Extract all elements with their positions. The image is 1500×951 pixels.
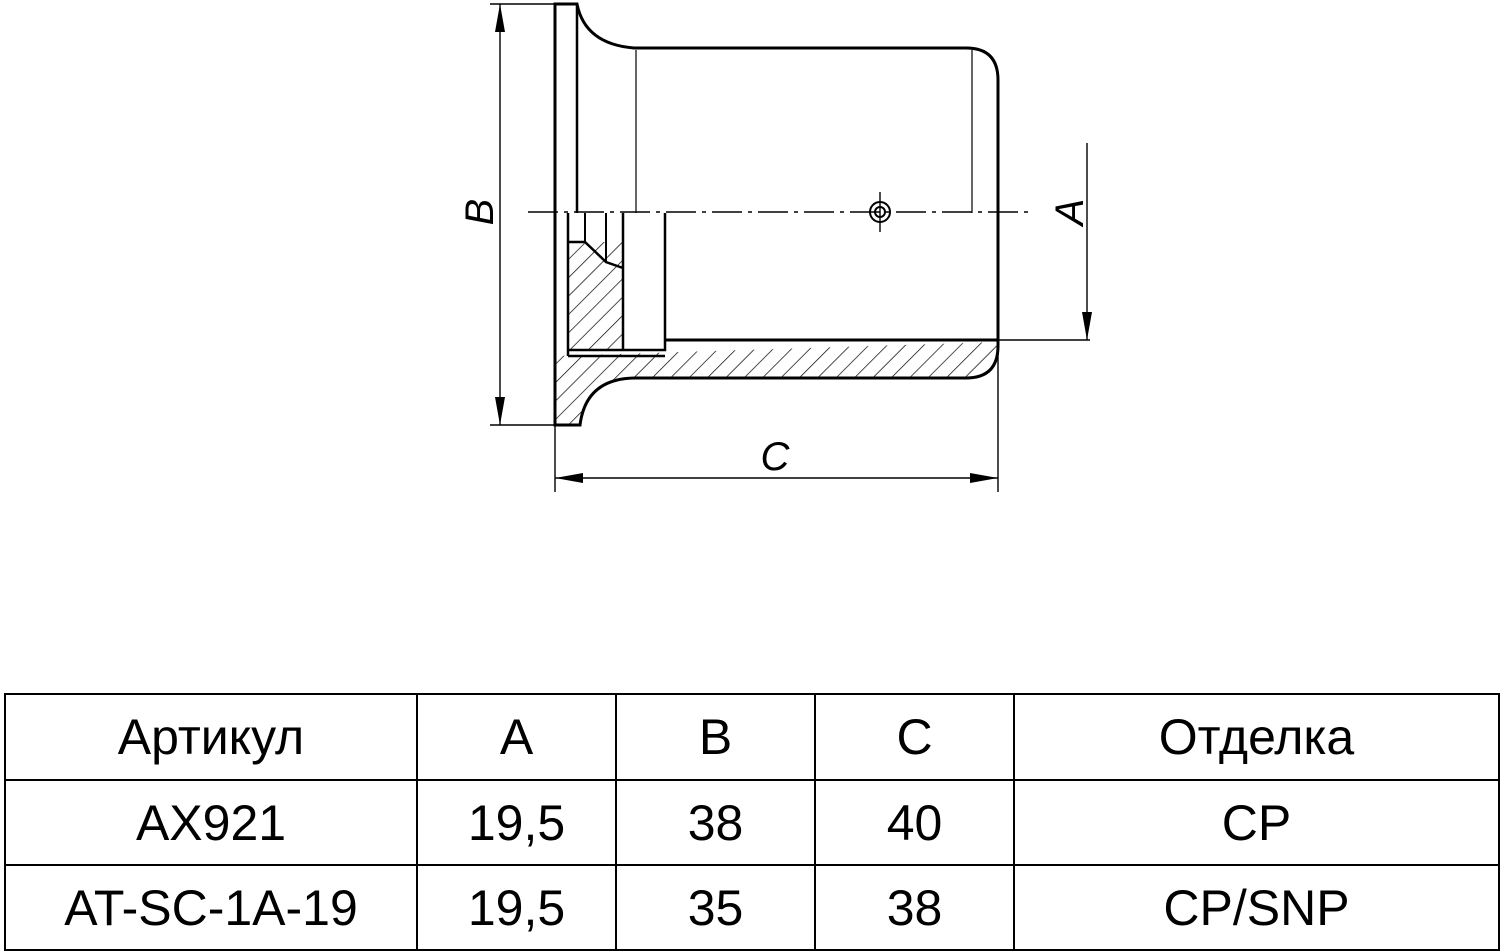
cell-article: AX921: [4, 779, 418, 866]
dimension-a-label: A: [1048, 199, 1092, 228]
b-arrow-top: [495, 4, 505, 32]
cell-a: 19,5: [416, 779, 617, 866]
section-hatch-insert: [568, 242, 623, 350]
specification-table: Артикул A B C Отделка AX921 19,5 38 40 C…: [4, 693, 1500, 951]
cell-c: 38: [814, 864, 1015, 951]
header-c: C: [814, 693, 1015, 781]
table-row: AX921 19,5 38 40 CP: [4, 779, 1500, 866]
cell-finish: CP: [1013, 779, 1500, 866]
cell-b: 38: [615, 779, 816, 866]
a-arrow: [1082, 312, 1092, 340]
header-a: A: [416, 693, 617, 781]
b-arrow-bottom: [495, 397, 505, 425]
technical-drawing: B A C: [458, 2, 1092, 492]
table-row: AT-SC-1A-19 19,5 35 38 CP/SNP: [4, 864, 1500, 951]
section-hatch-lower: [555, 342, 998, 425]
dimension-b-label: B: [458, 199, 502, 226]
cell-finish: CP/SNP: [1013, 864, 1500, 951]
header-article: Артикул: [4, 693, 418, 781]
c-arrow-left: [555, 473, 583, 483]
cell-article: AT-SC-1A-19: [4, 864, 418, 951]
c-arrow-right: [970, 473, 998, 483]
table-header-row: Артикул A B C Отделка: [4, 693, 1500, 781]
cell-b: 35: [615, 864, 816, 951]
header-b: B: [615, 693, 816, 781]
cell-a: 19,5: [416, 864, 617, 951]
header-finish: Отделка: [1013, 693, 1500, 781]
cell-c: 40: [814, 779, 1015, 866]
dimension-c-label: C: [761, 435, 791, 479]
